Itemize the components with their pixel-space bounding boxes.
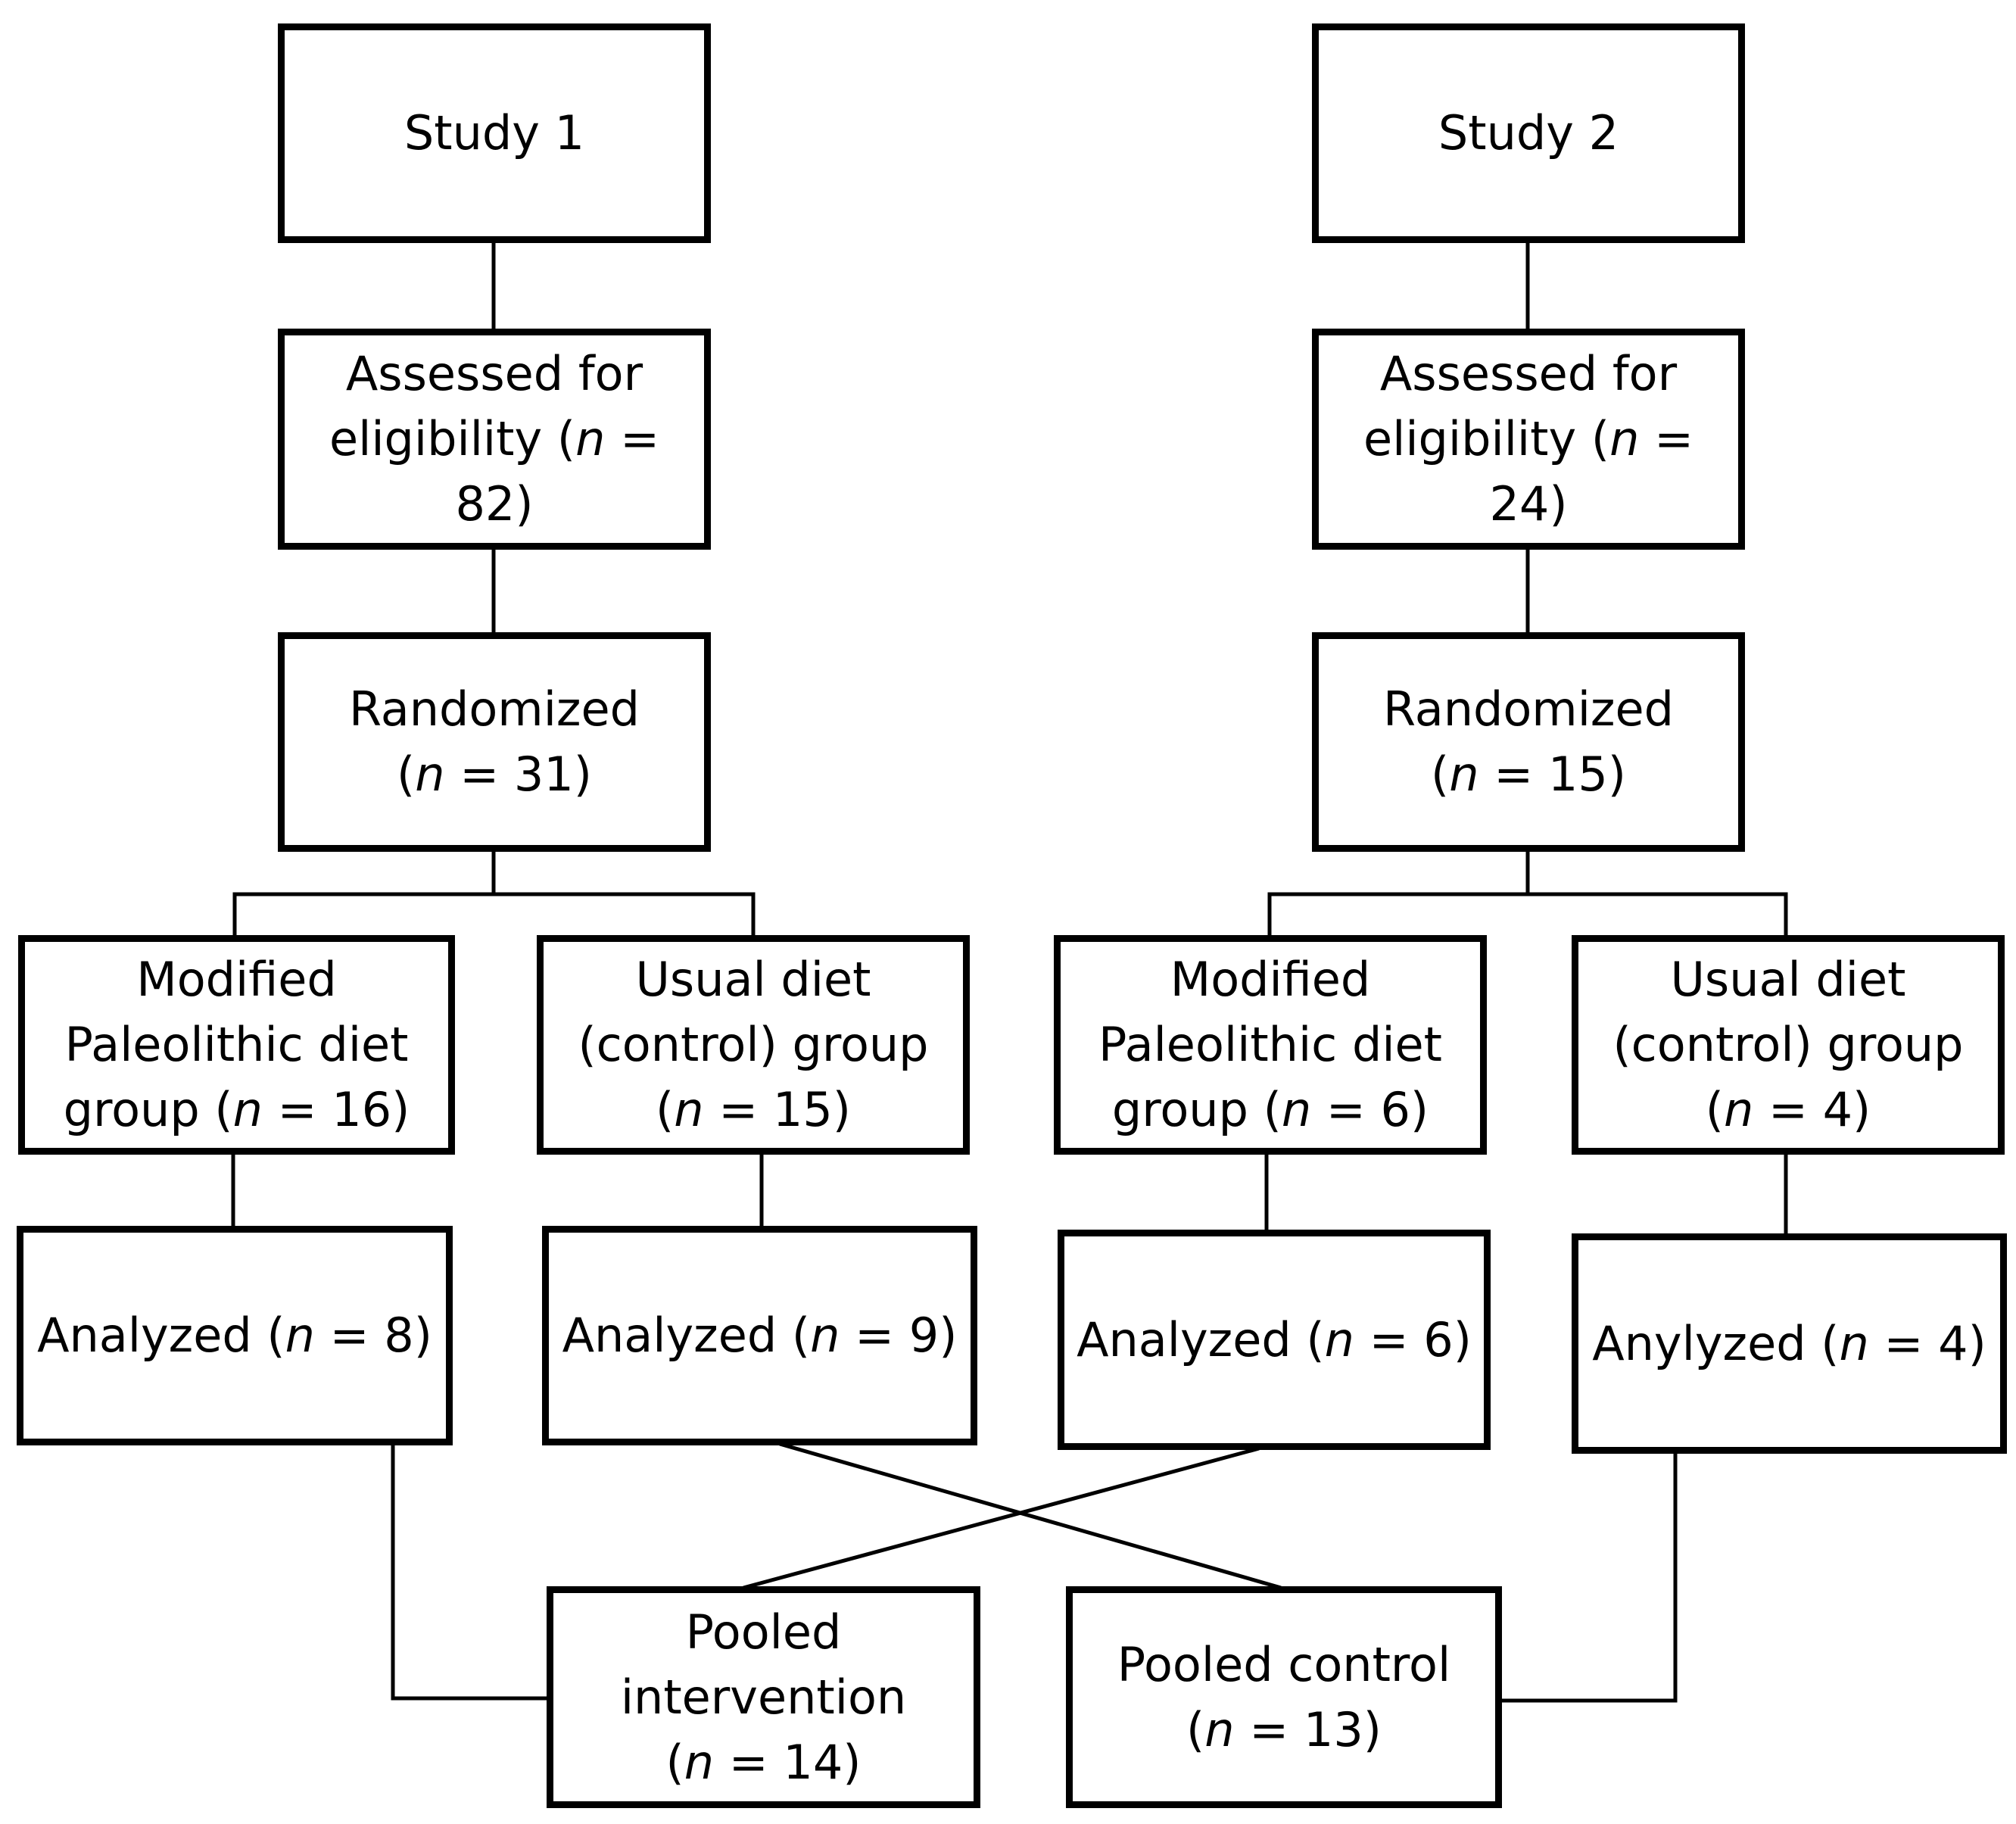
study1-control-group-box: Usual diet(control) group(n = 15) <box>537 935 970 1155</box>
study2-title: Study 2 <box>1438 105 1619 161</box>
study2-randomized-text: Randomized(n = 15) <box>1383 681 1674 802</box>
study1-randomized-text: Randomized(n = 31) <box>349 681 640 802</box>
pooled-control-box: Pooled control(n = 13) <box>1066 1586 1502 1808</box>
study1-paleo-analyzed-text: Analyzed (n = 8) <box>37 1308 432 1363</box>
pooled-control-text: Pooled control(n = 13) <box>1117 1636 1451 1757</box>
study1-paleo-analyzed-box: Analyzed (n = 8) <box>17 1226 453 1445</box>
study1-title-box: Study 1 <box>278 23 711 243</box>
study2-paleo-analyzed-box: Analyzed (n = 6) <box>1058 1230 1491 1450</box>
study1-randomized-box: Randomized(n = 31) <box>278 632 711 852</box>
study2-paleo-analyzed-text: Analyzed (n = 6) <box>1077 1311 1472 1367</box>
connector-s1-paleo-to-pooled-intervention <box>391 1444 548 1701</box>
connector-s1-randomized-split <box>232 852 496 937</box>
study1-control-analyzed-text: Analyzed (n = 9) <box>562 1308 958 1363</box>
study1-title: Study 1 <box>404 105 585 161</box>
connector-s2-randomized-split-right <box>1528 892 1788 937</box>
connector-s2-control-to-pooled-control <box>1500 1454 1678 1703</box>
study2-control-analyzed-box: Anylyzed (n = 4) <box>1572 1233 2007 1454</box>
study2-control-group-text: Usual diet(control) group(n = 4) <box>1612 952 1964 1137</box>
connector-s1-control-to-pooled-control <box>779 1442 1282 1590</box>
study2-randomized-box: Randomized(n = 15) <box>1312 632 1745 852</box>
study2-control-analyzed-text: Anylyzed (n = 4) <box>1592 1315 1986 1371</box>
study2-control-group-box: Usual diet(control) group(n = 4) <box>1572 935 2005 1155</box>
study1-control-analyzed-box: Analyzed (n = 9) <box>542 1226 977 1445</box>
connector-s2-paleo-to-pooled-intervention <box>743 1446 1260 1590</box>
connector-s1-randomized-split-right <box>494 892 756 937</box>
connector-s2-randomized-split <box>1267 852 1530 937</box>
study2-title-box: Study 2 <box>1312 23 1745 243</box>
study1-control-group-text: Usual diet(control) group(n = 15) <box>578 952 929 1137</box>
